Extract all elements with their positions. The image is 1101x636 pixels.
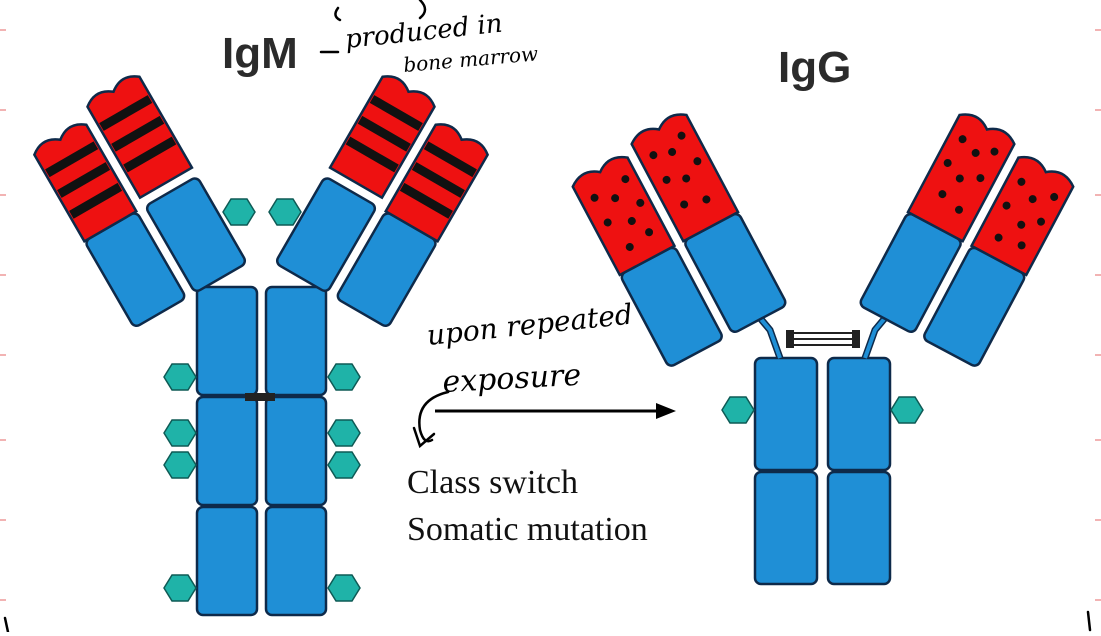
igm-right-arm [275,75,490,327]
igg-heavy-chain-left [753,356,819,586]
annotation-exposure: exposure [442,358,582,400]
igg-right-mutation-dots [938,135,1059,250]
igg-left-arm [571,113,787,367]
igm-carbohydrates [163,198,361,602]
igm-label: IgM [222,29,298,78]
somatic-mutation-label: Somatic mutation [407,511,648,548]
class-switch-label: Class switch [407,464,578,501]
igg-label: IgG [778,43,851,92]
annotation-upon-repeated: upon repeated [425,298,634,352]
page-margin-marks [0,29,1101,601]
igg-heavy-chain-right [826,356,892,586]
igm-antibody [32,75,490,617]
igm-heavy-chain-left [195,285,259,617]
igg-carbohydrates [721,396,924,424]
igg-left-mutation-dots [590,131,711,251]
class-switch-arrow [435,403,676,419]
igm-disulfide-bond [245,393,275,401]
igm-heavy-chain-right [264,285,328,617]
igg-right-arm [859,113,1075,367]
annotation-bottom-stroke [3,616,10,634]
annotation-curved-arrow [418,390,450,443]
igm-left-arm [32,75,247,327]
igg-antibody [571,113,1075,586]
